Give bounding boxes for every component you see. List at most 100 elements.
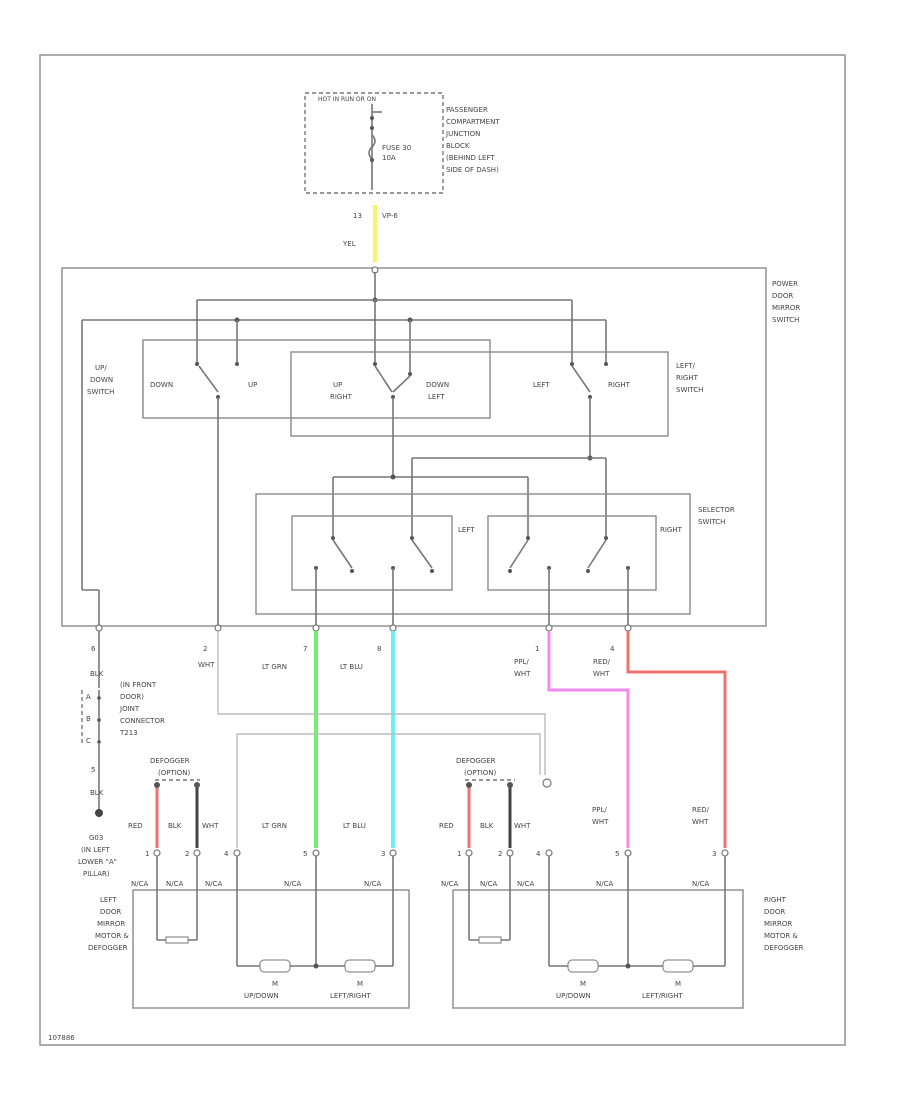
svg-text:LEFT: LEFT [428, 393, 445, 401]
red-wht-wire [626, 631, 727, 848]
right-up-down: UP/DOWN [556, 992, 591, 1000]
fuse-amp: 10A [382, 154, 396, 162]
conn-pin-b: B [86, 715, 91, 723]
svg-text:(OPTION): (OPTION) [158, 769, 191, 777]
right-wire-red: RED [439, 822, 454, 830]
down-label: DOWN [150, 381, 173, 389]
svg-text:LOWER "A": LOWER "A" [78, 858, 117, 866]
left-mirror-box [132, 889, 410, 1009]
left-wire-ltgrn: LT GRN [262, 822, 287, 830]
svg-text:SWITCH: SWITCH [676, 386, 703, 394]
right-mirror-box [452, 889, 744, 1009]
svg-text:MIRROR: MIRROR [764, 920, 792, 928]
pin-2-num: 2 [203, 645, 207, 653]
right-wire-blk: BLK [480, 822, 494, 830]
ground-wire-color: BLK [90, 789, 104, 797]
pin-4-color-a: RED/ [593, 658, 611, 666]
updown-switch-title: UP/ DOWN SWITCH [87, 364, 114, 396]
svg-text:4: 4 [224, 850, 229, 858]
right-motor-lr: M [675, 980, 681, 988]
left-left-right: LEFT/RIGHT [330, 992, 371, 1000]
svg-text:N/CA: N/CA [441, 880, 458, 888]
svg-text:(IN FRONT: (IN FRONT [120, 681, 157, 689]
conn-pin-a: A [86, 693, 91, 701]
svg-text:N/CA: N/CA [480, 880, 497, 888]
svg-text:DOOR): DOOR) [120, 693, 144, 701]
svg-text:(BEHIND LEFT: (BEHIND LEFT [446, 154, 495, 162]
leftright-switch-box [290, 351, 669, 437]
svg-text:MOTOR &: MOTOR & [95, 932, 129, 940]
feed-pin: 13 [353, 212, 362, 220]
svg-text:UP/: UP/ [95, 364, 107, 372]
svg-text:MOTOR &: MOTOR & [764, 932, 798, 940]
left-motor-lr: M [357, 980, 363, 988]
svg-text:DOOR: DOOR [772, 292, 793, 300]
feed-color: YEL [342, 240, 356, 248]
svg-text:(OPTION): (OPTION) [464, 769, 497, 777]
svg-text:UP: UP [333, 381, 342, 389]
ground-point [95, 809, 103, 817]
pin-1-num: 1 [535, 645, 539, 653]
svg-text:5: 5 [615, 850, 619, 858]
svg-text:DEFOGGER: DEFOGGER [456, 757, 496, 765]
right-mirror-connector: N/CA N/CA N/CA N/CA N/CA [441, 880, 709, 888]
svg-text:3: 3 [712, 850, 716, 858]
power-mirror-switch-box [61, 267, 767, 627]
left-wire-blk: BLK [168, 822, 182, 830]
conn-pin-c: C [86, 737, 91, 745]
svg-text:SWITCH: SWITCH [772, 316, 799, 324]
left-label: LEFT [533, 381, 550, 389]
svg-text:N/CA: N/CA [131, 880, 148, 888]
svg-text:JUNCTION: JUNCTION [445, 130, 480, 138]
svg-text:2: 2 [498, 850, 502, 858]
selector-right-label: RIGHT [660, 526, 683, 534]
junction-block-label: PASSENGER COMPARTMENT JUNCTION BLOCK (BE… [445, 106, 500, 174]
svg-text:1: 1 [457, 850, 461, 858]
svg-text:DOWN: DOWN [90, 376, 113, 384]
up-right-label: UP RIGHT [330, 381, 353, 401]
joint-connector-label: (IN FRONT DOOR) JOINT CONNECTOR T213 [119, 681, 165, 737]
diagram-id: 107886 [48, 1034, 75, 1042]
up-label: UP [248, 381, 257, 389]
right-wire-red2-a: RED/ [692, 806, 710, 814]
svg-text:SWITCH: SWITCH [87, 388, 114, 396]
right-wire-wht: WHT [514, 822, 531, 830]
wht-wire-right [217, 631, 546, 775]
svg-text:LEFT: LEFT [100, 896, 117, 904]
svg-text:RIGHT: RIGHT [330, 393, 353, 401]
left-wire-ltblu: LT BLU [343, 822, 366, 830]
right-motor-ud: M [580, 980, 586, 988]
wht-wire-left [236, 733, 541, 848]
selector-switch-outer [255, 493, 691, 615]
pin-8-num: 8 [377, 645, 381, 653]
svg-text:(IN LEFT: (IN LEFT [81, 846, 110, 854]
right-wire-ppl-b: WHT [592, 818, 609, 826]
ppl-wht-wire [547, 631, 630, 848]
svg-text:BLOCK: BLOCK [446, 142, 470, 150]
right-wire-ppl-a: PPL/ [592, 806, 607, 814]
defogger-left-label: DEFOGGER (OPTION) [150, 757, 191, 777]
down-left-label: DOWN LEFT [426, 381, 449, 401]
left-wire-wht: WHT [202, 822, 219, 830]
svg-text:SIDE OF DASH): SIDE OF DASH) [446, 166, 499, 174]
pin-6-num: 6 [91, 645, 96, 653]
svg-text:POWER: POWER [772, 280, 798, 288]
svg-text:DEFOGGER: DEFOGGER [764, 944, 804, 952]
pin-6-color: BLK [90, 670, 104, 678]
svg-text:N/CA: N/CA [596, 880, 613, 888]
feed-connector: VP-6 [382, 212, 398, 220]
svg-text:MIRROR: MIRROR [97, 920, 125, 928]
svg-text:SELECTOR: SELECTOR [698, 506, 735, 514]
svg-text:DOOR: DOOR [764, 908, 785, 916]
selector-switch-right-box [487, 515, 657, 591]
pin-8-color: LT BLU [340, 663, 363, 671]
pin-4-num: 4 [610, 645, 615, 653]
pin-7-color: LT GRN [262, 663, 287, 671]
pin-1-color-b: WHT [514, 670, 531, 678]
svg-text:N/CA: N/CA [364, 880, 381, 888]
svg-text:DEFOGGER: DEFOGGER [88, 944, 128, 952]
svg-text:RIGHT: RIGHT [764, 896, 787, 904]
left-motor-ud: M [272, 980, 278, 988]
svg-text:N/CA: N/CA [692, 880, 709, 888]
